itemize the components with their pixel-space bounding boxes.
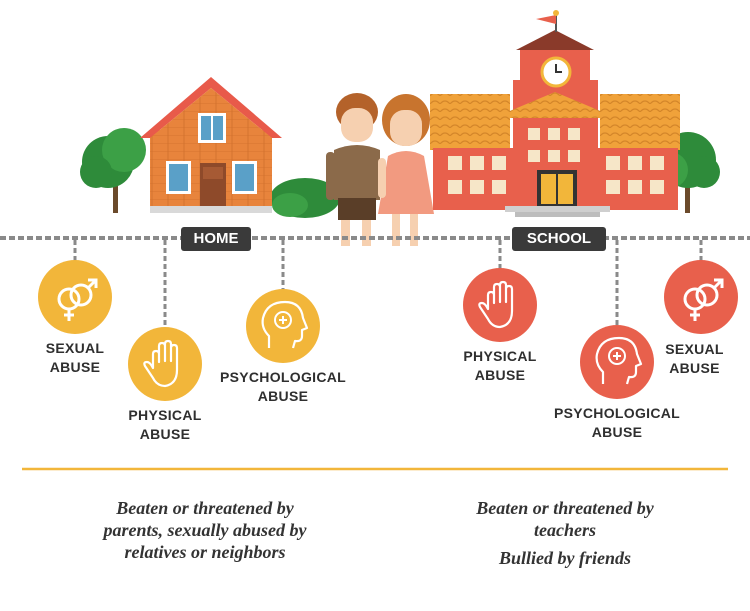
school-caption: Beaten or threatened by teachers Bullied… [476,498,654,568]
house [140,77,282,213]
bush [270,178,340,218]
tree-left [80,128,146,213]
school-tag: SCHOOL [512,227,606,251]
chains-hanging [73,240,703,328]
home-caption: Beaten or threatened by parents, sexuall… [103,498,307,562]
girl [378,94,434,246]
home-physical-abuse-badge [128,327,202,401]
school-sexual-abuse-badge [664,260,738,334]
home-sexual-abuse-badge [38,260,112,334]
home-psychological-abuse-badge [246,289,320,363]
home-tag: HOME [181,227,251,251]
school-physical-abuse-badge [463,268,537,342]
school-psychological-abuse-badge [580,325,654,399]
school [430,10,680,217]
boy [326,93,380,246]
